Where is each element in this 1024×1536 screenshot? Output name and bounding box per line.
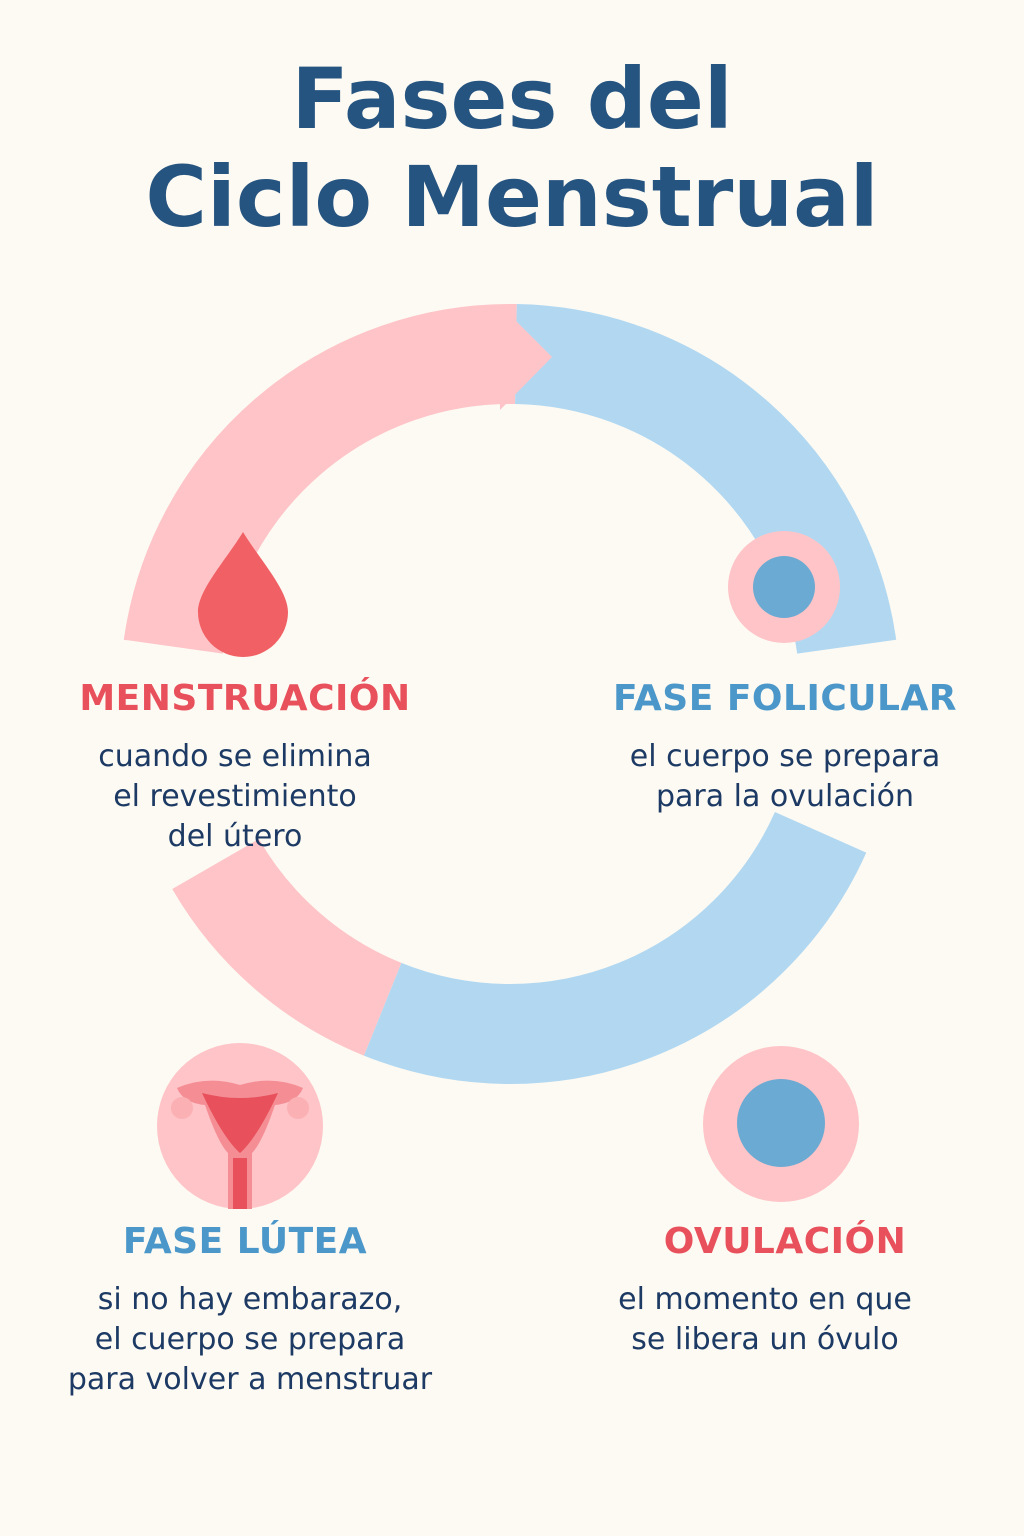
phase-title-menstruation: MENSTRUACIÓN (79, 678, 411, 719)
desc-line: si no hay embarazo, (97, 1282, 403, 1317)
desc-line: para la ovulación (656, 779, 914, 814)
desc-line: para volver a menstruar (67, 1362, 433, 1397)
title-line-2: Ciclo Menstrual (145, 148, 879, 246)
title-line-1: Fases del (291, 50, 733, 148)
ovum-icon (703, 1046, 859, 1202)
desc-line: el cuerpo se prepara (94, 1322, 406, 1357)
ring-segment-menstruation (123, 304, 517, 655)
phase-desc-menstruation: cuando se elimina el revestimiento del ú… (40, 737, 430, 857)
ring-arrow-tip (500, 305, 552, 410)
desc-line: cuando se elimina (98, 739, 372, 774)
phase-desc-follicular: el cuerpo se prepara para la ovulación (580, 737, 990, 817)
desc-line: se libera un óvulo (631, 1322, 899, 1357)
desc-line: el momento en que (618, 1282, 912, 1317)
desc-line: el revestimiento (113, 779, 357, 814)
phase-desc-luteal: si no hay embarazo, el cuerpo se prepara… (40, 1280, 460, 1400)
uterus-icon (157, 1043, 323, 1209)
blood-drop-icon (198, 532, 288, 657)
phase-title-luteal: FASE LÚTEA (122, 1221, 368, 1262)
follicle-icon (728, 531, 840, 643)
desc-line: el cuerpo se prepara (629, 739, 941, 774)
phase-desc-ovulation: el momento en que se libera un óvulo (565, 1280, 965, 1360)
page-title: Fases del Ciclo Menstrual (0, 50, 1024, 246)
ring-segment-ovulation (363, 811, 867, 1084)
phase-title-follicular: FASE FOLICULAR (612, 678, 958, 719)
phase-title-ovulation: OVULACIÓN (663, 1221, 907, 1262)
desc-line: del útero (167, 819, 303, 854)
ring-segment-luteal (172, 838, 403, 1056)
